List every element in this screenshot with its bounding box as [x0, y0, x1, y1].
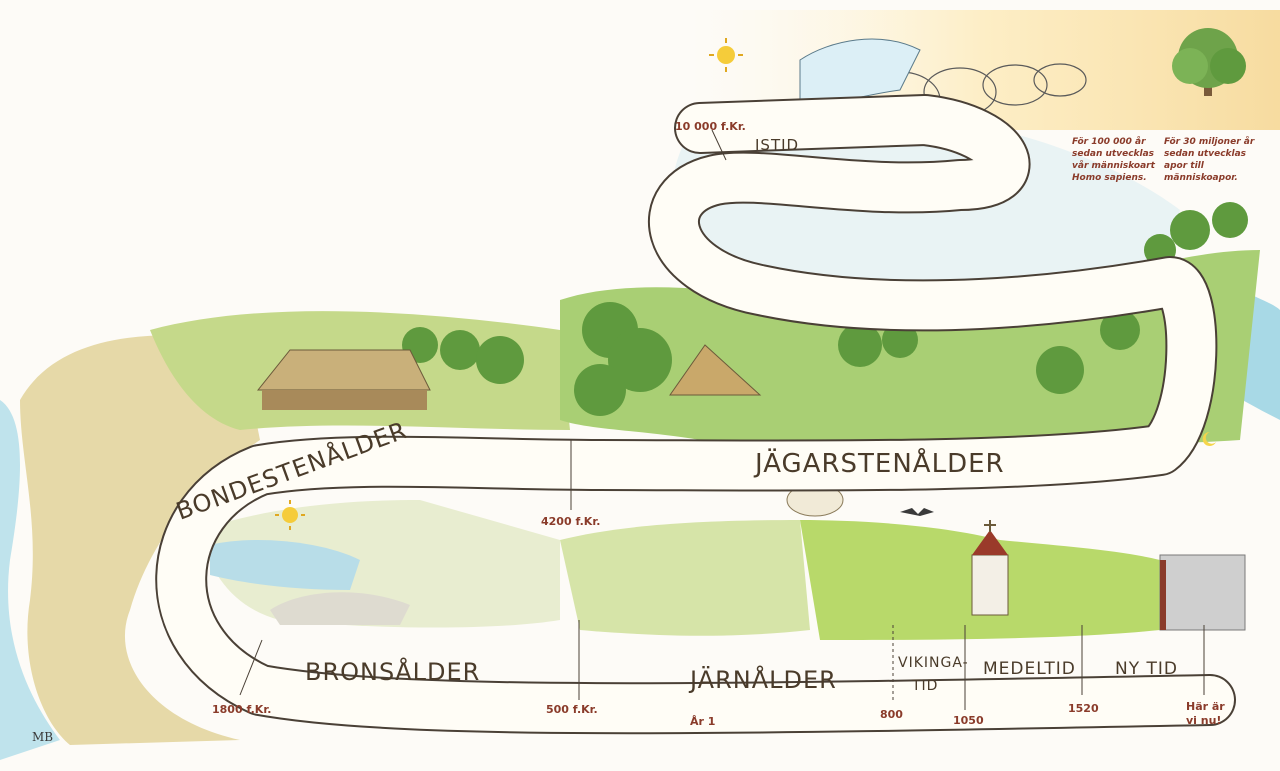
date-1520: 1520: [1068, 702, 1099, 715]
date-800: 800: [880, 708, 903, 721]
era-bronsalder: BRONSÅLDER: [305, 657, 480, 686]
date-nu-line1: Här är: [1186, 700, 1225, 713]
date-markers: [239, 129, 1205, 710]
landscape: [0, 10, 1280, 760]
date-1800-fkr: 1800 f.Kr.: [212, 703, 271, 716]
era-jagarstenalder: JÄGARSTENÅLDER: [753, 447, 1005, 479]
date-500-fkr: 500 f.Kr.: [546, 703, 598, 716]
sun-icon-istid: [709, 38, 743, 72]
date-nu-line2: vi nu!: [1186, 714, 1221, 727]
era-vikingatid-line1: VIKINGA-: [898, 655, 969, 671]
svg-text:För 30 miljoner år: För 30 miljoner år: [1164, 136, 1255, 147]
era-vikingatid-line2: TID: [911, 678, 938, 694]
svg-text:sedan utvecklas: sedan utvecklas: [1164, 149, 1247, 159]
date-ar-1: År 1: [690, 715, 715, 728]
svg-text:För 100 000 år: För 100 000 år: [1072, 136, 1146, 147]
note-homo-sapiens: För 100 000 år sedan utvecklas vår männi…: [1072, 136, 1156, 183]
svg-text:vår människoart: vår människoart: [1072, 160, 1156, 171]
svg-text:sedan utvecklas: sedan utvecklas: [1072, 149, 1155, 159]
date-1050: 1050: [953, 714, 984, 727]
svg-text:apor till: apor till: [1164, 161, 1205, 171]
era-ny-tid: NY TID: [1115, 659, 1178, 679]
artist-signature: MB: [32, 730, 53, 744]
svg-text:Homo sapiens.: Homo sapiens.: [1072, 173, 1147, 183]
moon-icon: [1202, 431, 1216, 446]
date-4200-fkr: 4200 f.Kr.: [541, 515, 600, 528]
sun-icon-bronze: [275, 500, 305, 530]
era-medeltid: MEDELTID: [983, 659, 1076, 679]
note-apor: För 30 miljoner år sedan utvecklas apor …: [1164, 136, 1255, 183]
svg-text:människoapor.: människoapor.: [1164, 173, 1238, 183]
date-10000-fkr: 10 000 f.Kr.: [675, 120, 746, 133]
era-istid: ISTID: [755, 136, 799, 154]
timeline-road: [155, 94, 1236, 735]
era-jarnalder: JÄRNÅLDER: [688, 665, 837, 694]
